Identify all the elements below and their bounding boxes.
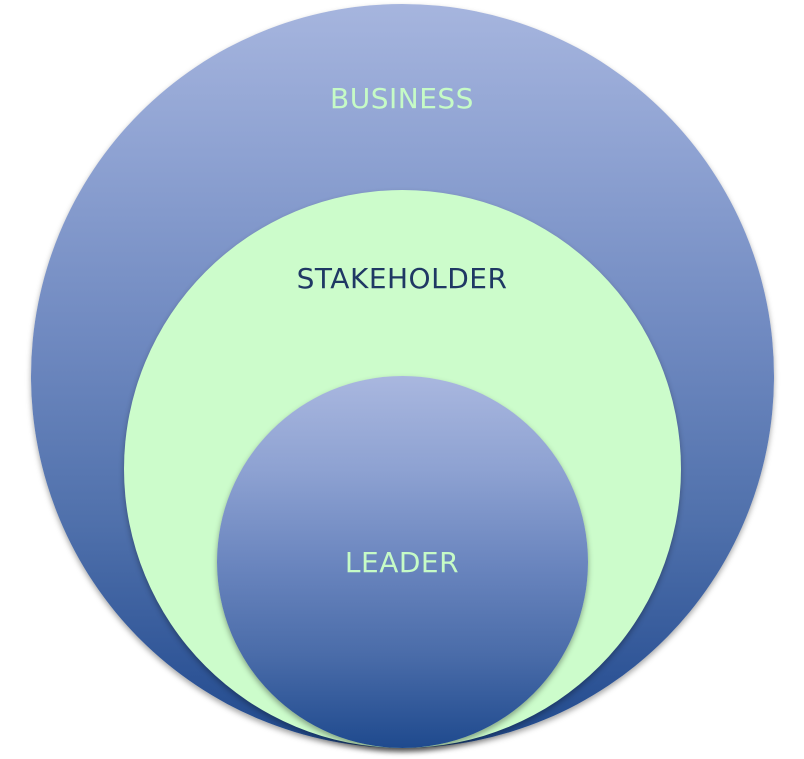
business-label: BUSINESS [330,82,474,115]
leader-label: LEADER [344,546,460,579]
stakeholder-label: STAKEHOLDER [296,262,508,295]
leader-circle [217,376,588,748]
